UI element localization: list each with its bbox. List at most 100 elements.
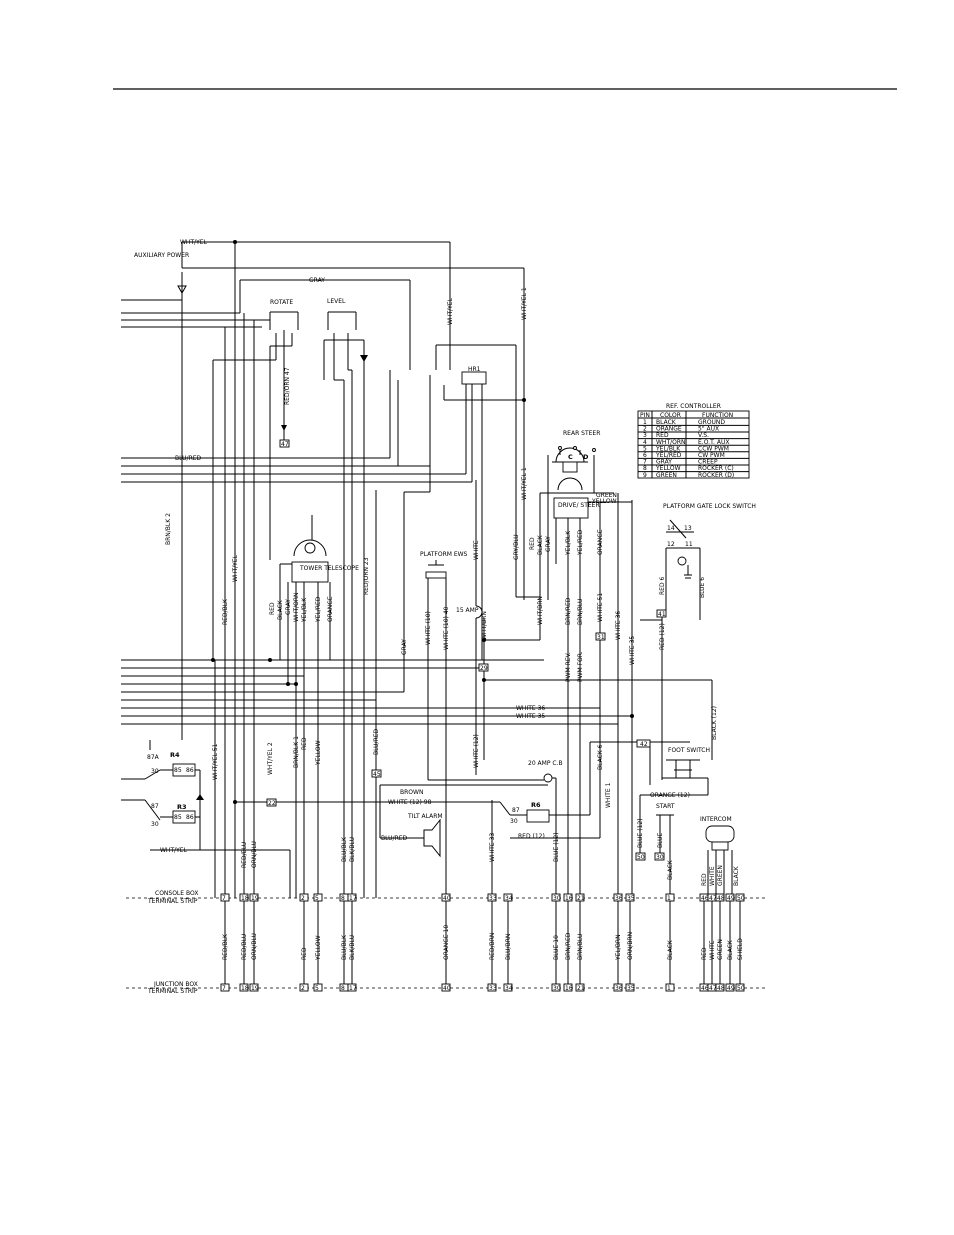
junction-terminal-number: 19 [251, 985, 259, 992]
wire-label: BLU/BLK [341, 836, 348, 862]
console-terminal-number: 8 [341, 895, 345, 902]
wire-label: BLK/BLU [349, 837, 356, 862]
console-terminal [725, 893, 735, 902]
strip-wire-label: ORN/BLU [251, 933, 258, 960]
strip-wire-label: SHIELD [737, 938, 744, 960]
strip-wire-label: GREEN [717, 939, 724, 960]
pin-label: 30 [151, 821, 159, 828]
wire-label: RED/ORN 47 [284, 367, 291, 405]
wire-label: BLACK [277, 599, 284, 620]
wire-label: GREEN [596, 492, 617, 499]
table-cell: ROCKER (D) [698, 472, 734, 479]
wire-label: WHITE (10) 40 [443, 606, 450, 650]
console-terminal-number: 18 [241, 895, 249, 902]
wire-label: GREEN [717, 865, 724, 886]
strip-wire-label: RED [701, 947, 708, 960]
table-cell: 7 [643, 459, 647, 466]
start-switch [656, 814, 674, 898]
drive-steer-label: DRIVE/ STEER [558, 502, 600, 509]
junction-terminal-number: 34 [505, 985, 513, 992]
junction-terminal [625, 983, 635, 992]
strip-wire-label: BLK/BLU [349, 935, 356, 960]
console-terminal-number: 49 [727, 895, 735, 902]
wire-label: WHT/YEL 51 [212, 743, 219, 780]
junction-terminal [441, 983, 451, 992]
pin-label: 30 [151, 768, 159, 775]
wire-label: WHITE 1 [605, 782, 612, 808]
amp15-label: 15 AMP [456, 607, 479, 614]
wire-label: ORN/BLU [251, 841, 258, 868]
junction-terminal [613, 983, 623, 992]
table-cell: V.S. [698, 432, 709, 439]
console-terminal-number: 30 [553, 895, 561, 902]
junction-terminal-number: 48 [717, 985, 725, 992]
console-terminal [735, 893, 745, 902]
wire-label: WHITE 36 [516, 705, 545, 712]
wire-label: GRAY [309, 277, 325, 284]
wire-label: WHT/YEL [180, 239, 208, 246]
table-cell: ROCKER (C) [698, 465, 734, 472]
console-terminal [613, 893, 623, 902]
junction-terminal-number: 2 [301, 985, 305, 992]
console-terminal [551, 893, 561, 902]
console-terminal-number: 36 [615, 895, 623, 902]
wire-label: RED/BLK [222, 598, 229, 625]
table-header: COLOR [660, 412, 681, 419]
wire-label: BRN/BLU [577, 599, 584, 625]
console-terminal-number: 48 [717, 895, 725, 902]
wire-label: WHT/BRN [537, 596, 544, 625]
strip-wire-label: BRN/BLU [577, 934, 584, 960]
strip-wire-label: YEL/BRN [615, 934, 622, 961]
pin-label: 30 [510, 818, 518, 825]
console-terminal [575, 893, 585, 902]
junction-box-label: JUNCTION BOX [153, 981, 198, 988]
platform-ews-label: PLATFORM EWS [420, 551, 468, 558]
pin-label: 13 [684, 525, 692, 532]
junction-terminal-number: 36 [615, 985, 623, 992]
table-cell: 5" AUX [698, 426, 719, 433]
table-header: FUNCTION [702, 412, 733, 419]
pin-label: 14 [667, 525, 675, 532]
mid-vertical-wires [149, 300, 377, 898]
console-terminal [239, 893, 249, 902]
console-terminal [299, 893, 309, 902]
console-terminal-number: 21 [577, 895, 585, 902]
gate-lock-switch [640, 519, 701, 780]
tower-telescope-label: TOWER TELESCOPE [299, 565, 359, 572]
wire-label: RED 6 [659, 577, 666, 595]
console-terminal [625, 893, 635, 902]
junction-terminal-number: 35 [627, 985, 635, 992]
hr1-label: HR1 [468, 366, 481, 373]
pin-label: 85 [174, 767, 182, 774]
strip-wire-label: RED/BLU [241, 934, 248, 960]
table-cell: 8 [643, 465, 647, 472]
console-terminal [220, 893, 230, 902]
console-terminal [313, 893, 323, 902]
wire-label: YELLOW [591, 498, 617, 505]
terminal-marker: 41 [658, 611, 666, 618]
console-terminal-number: 16 [565, 895, 573, 902]
wire-label: WHT/YEL [232, 554, 239, 582]
console-terminal-number: 33 [489, 895, 497, 902]
junction-terminal [239, 983, 249, 992]
wire-label: YEL/BLK [301, 597, 308, 623]
console-terminal-number: 2 [301, 895, 305, 902]
wire-label: WHITE 51 [597, 593, 604, 622]
wire-label: RED/ORN 23 [363, 557, 370, 595]
start-label: START [656, 803, 675, 810]
wire-label: WHITE 35 [516, 713, 545, 720]
junction-terminal [551, 983, 561, 992]
junction-terminal-number: 1 [667, 985, 671, 992]
junction-terminal-number: 7 [222, 985, 226, 992]
junction-terminal [220, 983, 230, 992]
strip-wire-label: BRN/RED [565, 932, 572, 960]
junction-terminal-number: 17 [349, 985, 357, 992]
foot-switch [636, 739, 709, 860]
wire-label: BROWN [400, 789, 423, 796]
table-cell: CW PWM [698, 452, 725, 459]
wire-label: RED (12) [659, 623, 666, 650]
table-cell: 6 [643, 452, 647, 459]
console-terminal-number: 47 [709, 895, 717, 902]
wire-label: WHITE 35 [629, 636, 636, 665]
wire-label: RED [301, 737, 308, 750]
